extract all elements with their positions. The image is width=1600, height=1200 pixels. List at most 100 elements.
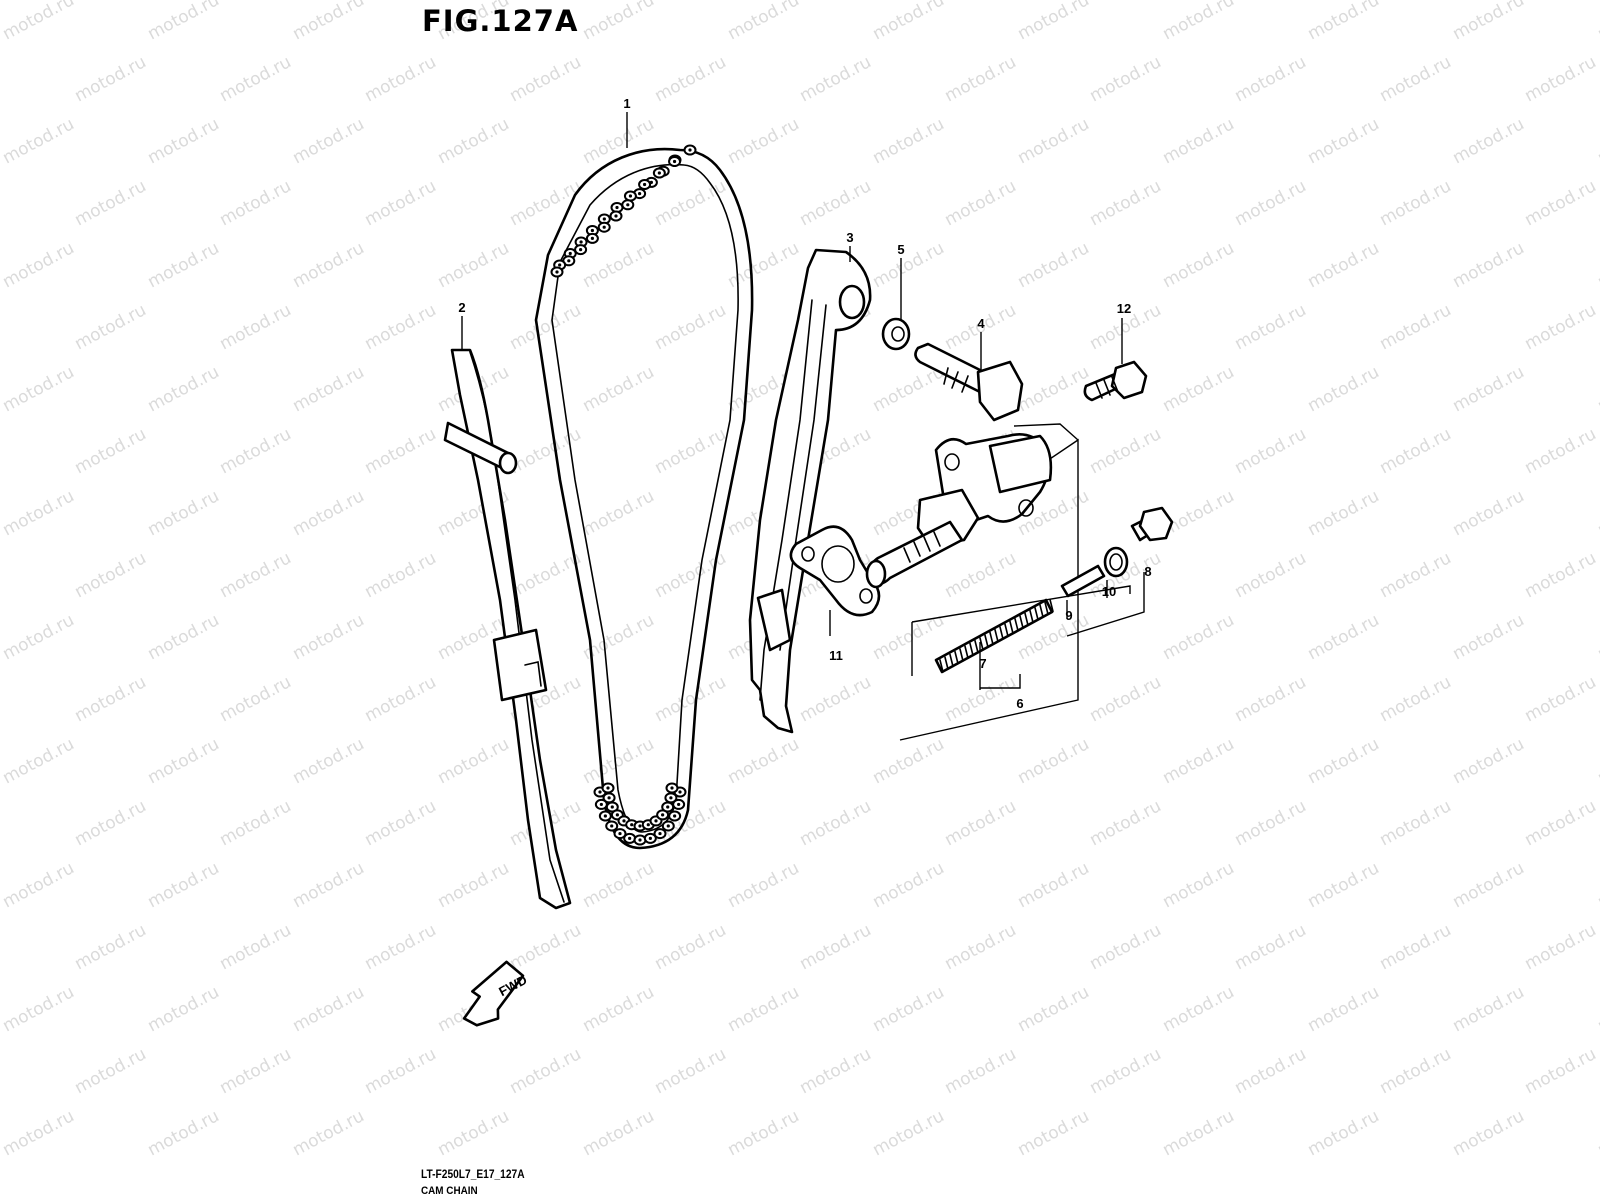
watermark-text: motod.ru	[1304, 114, 1382, 168]
chain-pin	[626, 203, 630, 207]
chain-pin	[672, 159, 677, 164]
watermark-text: motod.ru	[361, 548, 439, 602]
watermark-text: motod.ru	[434, 114, 512, 168]
chain-pin	[622, 819, 626, 823]
watermark-text: motod.ru	[724, 1106, 802, 1160]
o-ring-part-10[interactable]	[1103, 546, 1129, 578]
chain-pin	[677, 802, 681, 807]
chain-pin	[579, 240, 583, 244]
watermark-text: motod.ru	[869, 0, 947, 44]
watermark-text: motod.ru	[1304, 486, 1382, 540]
washer-part-5[interactable]	[881, 317, 911, 351]
watermark-text: motod.ru	[724, 114, 802, 168]
watermark-text: motod.ru	[71, 52, 149, 106]
watermark-text: motod.ru	[361, 300, 439, 354]
watermark-text: motod.ru	[71, 1044, 149, 1098]
chain-links-bottom	[593, 782, 687, 846]
watermark-text: motod.ru	[796, 52, 874, 106]
watermark-text: motod.ru	[1304, 610, 1382, 664]
watermark-text: motod.ru	[1594, 486, 1600, 540]
watermark-text: motod.ru	[506, 548, 584, 602]
watermark-text: motod.ru	[1521, 796, 1599, 850]
watermark-text: motod.ru	[1521, 548, 1599, 602]
watermark-text: motod.ru	[1449, 858, 1527, 912]
watermark-text: motod.ru	[434, 858, 512, 912]
chain-pin	[658, 831, 662, 836]
chain-pin	[642, 182, 647, 187]
chain-links-top	[550, 144, 697, 278]
callout-1: 1	[623, 96, 630, 111]
chain-guide-part-2[interactable]	[443, 348, 572, 910]
chain-pin	[661, 813, 665, 817]
spring-coil	[1039, 604, 1044, 618]
callout-4: 4	[977, 316, 985, 331]
gasket-part-11[interactable]	[789, 525, 881, 617]
watermark-text: motod.ru	[1231, 424, 1309, 478]
spring-coil	[954, 650, 959, 665]
forward-direction-arrow: FWD	[462, 960, 529, 1027]
watermark-text: motod.ru	[71, 796, 149, 850]
watermark-text: motod.ru	[0, 238, 78, 292]
rod-part-9[interactable]	[1060, 564, 1106, 598]
watermark-text: motod.ru	[1086, 672, 1164, 726]
spring-coil	[994, 628, 999, 643]
watermark-text: motod.ru	[289, 0, 367, 44]
chain-pin	[638, 824, 642, 828]
watermark-text: motod.ru	[434, 238, 512, 292]
watermark-text: motod.ru	[1231, 672, 1309, 726]
watermark-text: motod.ru	[1376, 548, 1454, 602]
watermark-text: motod.ru	[506, 300, 584, 354]
watermark-text: motod.ru	[1086, 52, 1164, 106]
chain-pin	[603, 814, 607, 818]
watermark-text: motod.ru	[1231, 1044, 1309, 1098]
watermark-text: motod.ru	[289, 610, 367, 664]
watermark-text: motod.ru	[361, 672, 439, 726]
watermark-text: motod.ru	[1086, 920, 1164, 974]
watermark-text: motod.ru	[1449, 734, 1527, 788]
watermark-text: motod.ru	[1014, 982, 1092, 1036]
spring-coil	[1024, 612, 1029, 627]
chain-pin	[666, 805, 670, 809]
watermark-text: motod.ru	[1304, 982, 1382, 1036]
watermark-text: motod.ru	[941, 920, 1019, 974]
watermark-text: motod.ru	[1594, 734, 1600, 788]
watermark-text: motod.ru	[869, 982, 947, 1036]
watermark-text: motod.ru	[941, 548, 1019, 602]
chain-pin	[615, 813, 619, 817]
watermark-text: motod.ru	[0, 1106, 78, 1160]
chain-pin	[648, 836, 652, 840]
watermark-text: motod.ru	[724, 0, 802, 44]
chain-pin	[614, 214, 618, 218]
chain-pin	[666, 824, 670, 828]
spring-coil	[1014, 617, 1019, 632]
watermark-text: motod.ru	[1376, 796, 1454, 850]
chain-pin	[602, 217, 606, 221]
watermark-text: motod.ru	[1594, 362, 1600, 416]
callout-2: 2	[458, 300, 465, 315]
spring-coil	[989, 631, 994, 646]
spring-coil	[959, 648, 964, 662]
chain-pin	[607, 796, 611, 800]
watermark-text: motod.ru	[361, 796, 439, 850]
tensioner-assembly-part-6[interactable]	[865, 423, 1174, 741]
chain-pin	[688, 148, 692, 152]
watermark-text: motod.ru	[216, 796, 294, 850]
pivot-bolt-part-4[interactable]	[914, 342, 1024, 422]
chain-pin	[678, 790, 682, 794]
watermark-text: motod.ru	[144, 486, 222, 540]
spring-part-7[interactable]	[934, 598, 1054, 674]
cam-chain-part-1[interactable]	[534, 144, 754, 850]
cap-bolt-part-12[interactable]	[1083, 360, 1148, 402]
watermark-text: motod.ru	[1159, 610, 1237, 664]
tensioner-arm-part-3[interactable]	[748, 248, 872, 734]
figure-title: FIG.127A	[422, 4, 579, 38]
watermark-text: motod.ru	[1159, 238, 1237, 292]
watermark-text: motod.ru	[941, 176, 1019, 230]
plug-bolt-part-8[interactable]	[1130, 506, 1174, 542]
chain-pin	[602, 225, 606, 229]
watermark-text: motod.ru	[71, 672, 149, 726]
watermark-text: motod.ru	[144, 0, 222, 44]
watermark-text: motod.ru	[1594, 858, 1600, 912]
watermark-text: motod.ru	[1449, 238, 1527, 292]
watermark-text: motod.ru	[1086, 1044, 1164, 1098]
